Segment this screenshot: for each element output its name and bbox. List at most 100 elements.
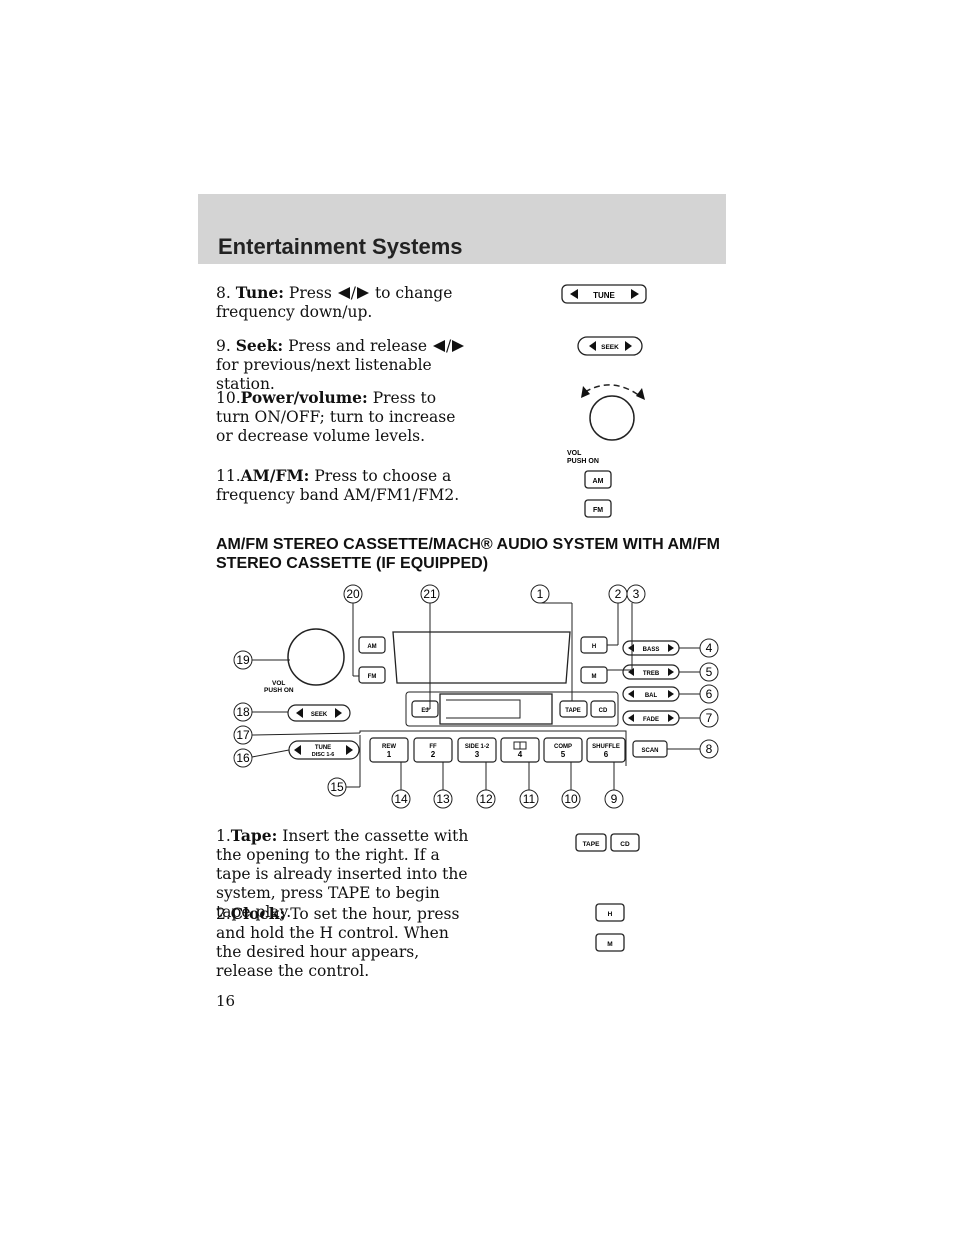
item-text: Press <box>288 284 332 302</box>
item-text: for previous/next listenable station. <box>216 356 432 393</box>
diagram-am-button: AM <box>358 636 386 654</box>
item-label: Power/volume: <box>240 388 368 407</box>
h-label: H <box>608 911 613 918</box>
callout-label: 3 <box>633 587 640 601</box>
callout-13: 13 <box>433 789 453 809</box>
item-number: 1. <box>216 827 231 845</box>
item-tune: 8. Tune: Press / to change frequency dow… <box>216 283 486 322</box>
vol-label: VOL <box>567 450 582 457</box>
cd-button-icon: CD <box>610 833 640 852</box>
item-text: Insert the cassette with the opening to … <box>216 827 469 921</box>
diagram-comp-label: COMP <box>554 744 572 750</box>
seek-control-icon: SEEK <box>577 336 643 356</box>
fm-button-icon: FM <box>584 499 612 518</box>
callout-21: 21 <box>420 584 440 604</box>
diagram-ff-label: FF <box>429 744 437 750</box>
h-button-icon: H <box>595 903 625 922</box>
section-title-line1: AM/FM STEREO CASSETTE/MACH® AUDIO SYSTEM… <box>216 536 720 553</box>
diagram-tape-button: TAPE <box>559 700 588 718</box>
callout-label: 9 <box>611 792 618 806</box>
tune-control-icon: TUNE <box>561 284 647 304</box>
item-number: 8. <box>216 284 231 302</box>
dolby-icon <box>513 741 527 750</box>
diagram-preset-number: 1 <box>387 750 392 759</box>
slash: / <box>446 337 452 355</box>
diagram-seek-control: SEEK <box>287 704 351 722</box>
section-header-title: Entertainment Systems <box>218 234 463 259</box>
callout-label: 12 <box>479 792 493 806</box>
section-title-line2: STEREO CASSETTE (IF EQUIPPED) <box>216 555 489 572</box>
diagram-bal-control: BAL <box>622 686 680 702</box>
item-text: Press to turn ON/OFF; turn to increase o… <box>216 389 456 445</box>
diagram-preset-number: 5 <box>561 750 566 759</box>
diagram-preset-number: 2 <box>431 750 436 759</box>
item-label: Tune: <box>235 283 284 302</box>
diagram-cd-button: CD <box>590 700 616 718</box>
diagram-ej-label: EJ <box>421 708 428 714</box>
diagram-tape-label: TAPE <box>565 708 581 714</box>
item-number: 10. <box>216 389 241 407</box>
callout-16: 16 <box>233 748 253 768</box>
callout-9: 9 <box>604 789 624 809</box>
diagram-fade-control: FADE <box>622 710 680 726</box>
callout-20: 20 <box>343 584 363 604</box>
callout-4: 4 <box>699 638 719 658</box>
callout-3: 3 <box>626 584 646 604</box>
diagram-vol-label: VOL <box>272 680 285 687</box>
diagram-am-label: AM <box>367 644 376 650</box>
diagram-shuffle-label: SHUFFLE <box>592 744 620 750</box>
fm-label: FM <box>593 507 603 514</box>
diagram-preset-number: 3 <box>475 750 480 759</box>
callout-2: 2 <box>608 584 628 604</box>
diagram-volume-knob <box>287 628 345 686</box>
diagram-push-on-label: PUSH ON <box>264 687 294 694</box>
diagram-preset-ff-2: FF 2 <box>413 737 453 763</box>
cd-label: CD <box>620 841 630 848</box>
callout-label: 2 <box>615 587 622 601</box>
callout-label: 4 <box>706 641 713 655</box>
callout-11: 11 <box>519 789 539 809</box>
item-text: to change frequency down/up. <box>216 284 453 321</box>
diagram-cd-label: CD <box>599 708 608 714</box>
section-title: AM/FM STEREO CASSETTE/MACH® AUDIO SYSTEM… <box>216 535 720 573</box>
page-number: 16 <box>216 992 236 1010</box>
item-label: AM/FM: <box>240 466 310 485</box>
tape-label: TAPE <box>583 841 601 848</box>
diagram-preset-rew-1: REW 1 <box>369 737 409 763</box>
diagram-m-button: M <box>580 666 608 684</box>
diagram-bass-control: BASS <box>622 640 680 656</box>
diagram-scan-label: SCAN <box>641 748 658 754</box>
push-on-label: PUSH ON <box>567 458 599 465</box>
item-label: Seek: <box>235 336 284 355</box>
item-label: Tape: <box>230 826 278 845</box>
diagram-treb-label: TREB <box>643 671 660 677</box>
item-am-fm: 11.AM/FM: Press to choose a frequency ba… <box>216 466 466 505</box>
diagram-seek-label: SEEK <box>311 712 328 718</box>
item-number: 9. <box>216 337 231 355</box>
diagram-preset-dolby-4: 4 <box>500 737 540 763</box>
callout-label: 17 <box>236 728 250 742</box>
callout-leader-lines <box>251 602 700 790</box>
callout-label: 7 <box>706 711 713 725</box>
callout-label: 21 <box>423 587 437 601</box>
callout-8: 8 <box>699 739 719 759</box>
seek-label: SEEK <box>601 344 619 351</box>
diagram-m-label: M <box>592 674 597 680</box>
callout-10: 10 <box>561 789 581 809</box>
callout-label: 5 <box>706 665 713 679</box>
callout-15: 15 <box>327 777 347 797</box>
callout-12: 12 <box>476 789 496 809</box>
callout-label: 15 <box>330 780 344 794</box>
item-seek: 9. Seek: Press and release / for previou… <box>216 336 486 394</box>
diagram-preset-comp-5: COMP 5 <box>543 737 583 763</box>
callout-label: 19 <box>236 653 250 667</box>
callout-6: 6 <box>699 684 719 704</box>
callout-label: 13 <box>436 792 450 806</box>
diagram-fm-button: FM <box>358 666 386 684</box>
callout-14: 14 <box>391 789 411 809</box>
diagram-fm-label: FM <box>368 674 377 680</box>
am-label: AM <box>593 478 604 485</box>
callout-label: 10 <box>564 792 578 806</box>
